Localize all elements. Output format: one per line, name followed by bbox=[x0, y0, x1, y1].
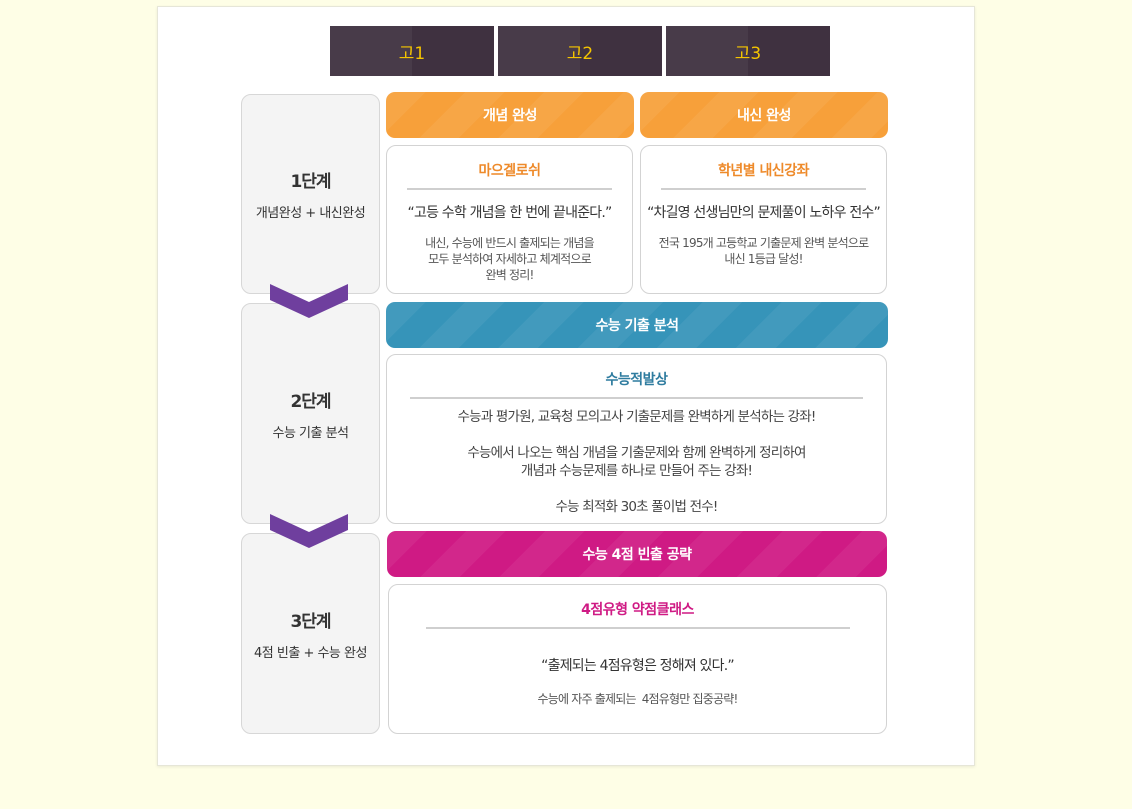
stage-2-box: 2단계 수능 기출 분석 bbox=[241, 303, 380, 524]
concept-completion-header[interactable]: 개념 완성 bbox=[386, 92, 634, 138]
tab-grade-2[interactable]: 고2 bbox=[498, 26, 662, 76]
concept-course-card[interactable]: 마으겔로쉬 “고등 수학 개념을 한 번에 끝내준다.” 내신, 수능에 반드시… bbox=[386, 145, 633, 294]
stage-description: 개념완성 + 내신완성 bbox=[255, 206, 366, 221]
tab-label: 고2 bbox=[566, 43, 594, 64]
chevron-down-icon bbox=[270, 284, 348, 318]
csat-4point-header[interactable]: 수능 4점 빈출 공략 bbox=[387, 531, 887, 577]
course-quote: “출제되는 4점유형은 정해져 있다.” bbox=[541, 658, 734, 674]
course-description-line: 모두 분석하여 자세하고 체계적으로 bbox=[428, 252, 591, 266]
course-description-line: 완벽 정리! bbox=[485, 268, 535, 282]
course-title: 4점유형 약점클래스 bbox=[581, 602, 694, 618]
csat-analysis-header[interactable]: 수능 기출 분석 bbox=[386, 302, 888, 348]
course-description-line: 수능과 평가원, 교육청 모의고사 기출문제를 완벽하게 분석하는 강좌! bbox=[457, 409, 817, 425]
course-description-line: 내신 1등급 달성! bbox=[724, 252, 803, 266]
stage-number: 1단계 bbox=[290, 172, 331, 192]
divider bbox=[407, 188, 612, 190]
header-label: 내신 완성 bbox=[737, 108, 791, 124]
divider bbox=[410, 397, 863, 399]
stage-description: 수능 기출 분석 bbox=[272, 425, 349, 441]
course-description-line: 수능 최적화 30초 풀이법 전수! bbox=[555, 499, 719, 515]
stage-number: 2단계 bbox=[290, 391, 331, 412]
course-description-line: 전국 195개 고등학교 기출문제 완벽 분석으로 bbox=[658, 236, 869, 250]
header-label: 개념 완성 bbox=[483, 108, 537, 124]
course-description-line: 수능에 자주 출제되는 4점유형만 집중공략! bbox=[537, 692, 739, 706]
stage-3-box: 3단계 4점 빈출 + 수능 완성 bbox=[241, 533, 380, 734]
tab-label: 고3 bbox=[734, 43, 762, 64]
chevron-down-icon bbox=[270, 514, 348, 548]
course-quote: “고등 수학 개념을 한 번에 끝내준다.” bbox=[407, 205, 613, 221]
stage-1-box: 1단계 개념완성 + 내신완성 bbox=[241, 94, 380, 294]
header-label: 수능 기출 분석 bbox=[595, 318, 679, 334]
header-label: 수능 4점 빈출 공략 bbox=[582, 547, 692, 563]
divider bbox=[661, 188, 866, 190]
stage-description: 4점 빈출 + 수능 완성 bbox=[254, 645, 367, 661]
weak-point-class-card[interactable]: 4점유형 약점클래스 “출제되는 4점유형은 정해져 있다.” 수능에 자주 출… bbox=[388, 584, 887, 734]
stage-number: 3단계 bbox=[290, 611, 331, 632]
course-description-line: 개념과 수능문제를 하나로 만들어 주는 강좌! bbox=[520, 463, 753, 479]
course-description-line: 내신, 수능에 반드시 출제되는 개념을 bbox=[425, 236, 594, 250]
school-exam-completion-header[interactable]: 내신 완성 bbox=[640, 92, 888, 138]
course-quote: “차길영 선생님만의 문제풀이 노하우 전수” bbox=[647, 205, 881, 221]
tab-grade-3[interactable]: 고3 bbox=[666, 26, 830, 76]
school-exam-course-card[interactable]: 학년별 내신강좌 “차길영 선생님만의 문제풀이 노하우 전수” 전국 195개… bbox=[640, 145, 887, 294]
tab-label: 고1 bbox=[398, 43, 426, 64]
course-title: 마으겔로쉬 bbox=[478, 163, 541, 179]
csat-analysis-course-card[interactable]: 수능적발상 수능과 평가원, 교육청 모의고사 기출문제를 완벽하게 분석하는 … bbox=[386, 354, 887, 524]
tab-grade-1[interactable]: 고1 bbox=[330, 26, 494, 76]
course-title: 학년별 내신강좌 bbox=[717, 163, 810, 179]
course-description-line: 수능에서 나오는 핵심 개념을 기출문제와 함께 완벽하게 정리하여 bbox=[467, 445, 806, 461]
divider bbox=[425, 627, 850, 629]
course-title: 수능적발상 bbox=[605, 372, 668, 388]
